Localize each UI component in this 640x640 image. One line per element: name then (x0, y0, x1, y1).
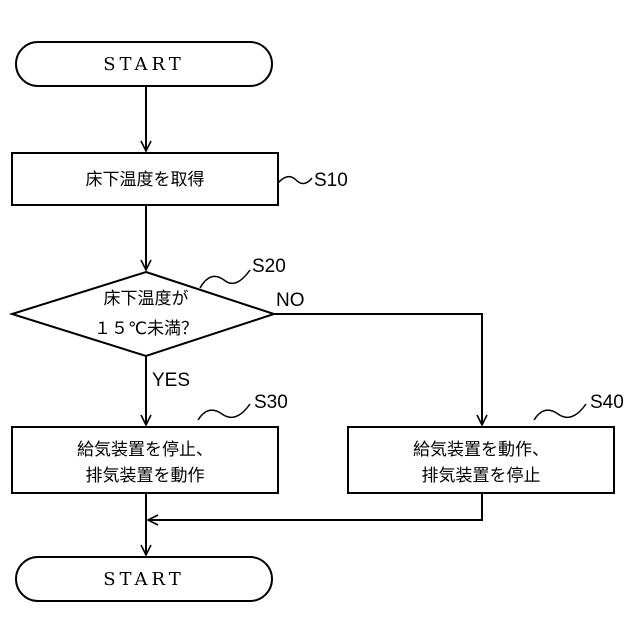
s20-step-label: S20 (252, 256, 286, 277)
s30-text-line1: 給気装置を停止、 (77, 440, 213, 460)
s30-text-line2: 排気装置を動作 (86, 466, 205, 486)
s20-decision-diamond (12, 272, 274, 356)
start-label: START (103, 54, 185, 75)
s20-text-line2: １５℃未満？ (94, 319, 198, 339)
end-label: START (103, 569, 185, 590)
arrow-s40-merge (148, 493, 482, 520)
s10-step-label: S10 (314, 170, 348, 191)
s20-text-line1: 床下温度が (104, 289, 189, 309)
s20-leader (200, 270, 250, 288)
s40-text-line1: 給気装置を動作、 (413, 440, 549, 460)
s30-step-label: S30 (254, 392, 288, 413)
s10-leader (278, 177, 312, 184)
yes-branch-label: YES (152, 370, 190, 391)
s40-text-line2: 排気装置を停止 (422, 466, 541, 486)
s30-leader (198, 404, 250, 420)
no-branch-label: NO (276, 290, 305, 311)
s10-text: 床下温度を取得 (86, 170, 205, 190)
s40-step-label: S40 (590, 392, 624, 413)
arrow-no-to-s40 (274, 314, 482, 425)
s40-leader (534, 404, 586, 420)
